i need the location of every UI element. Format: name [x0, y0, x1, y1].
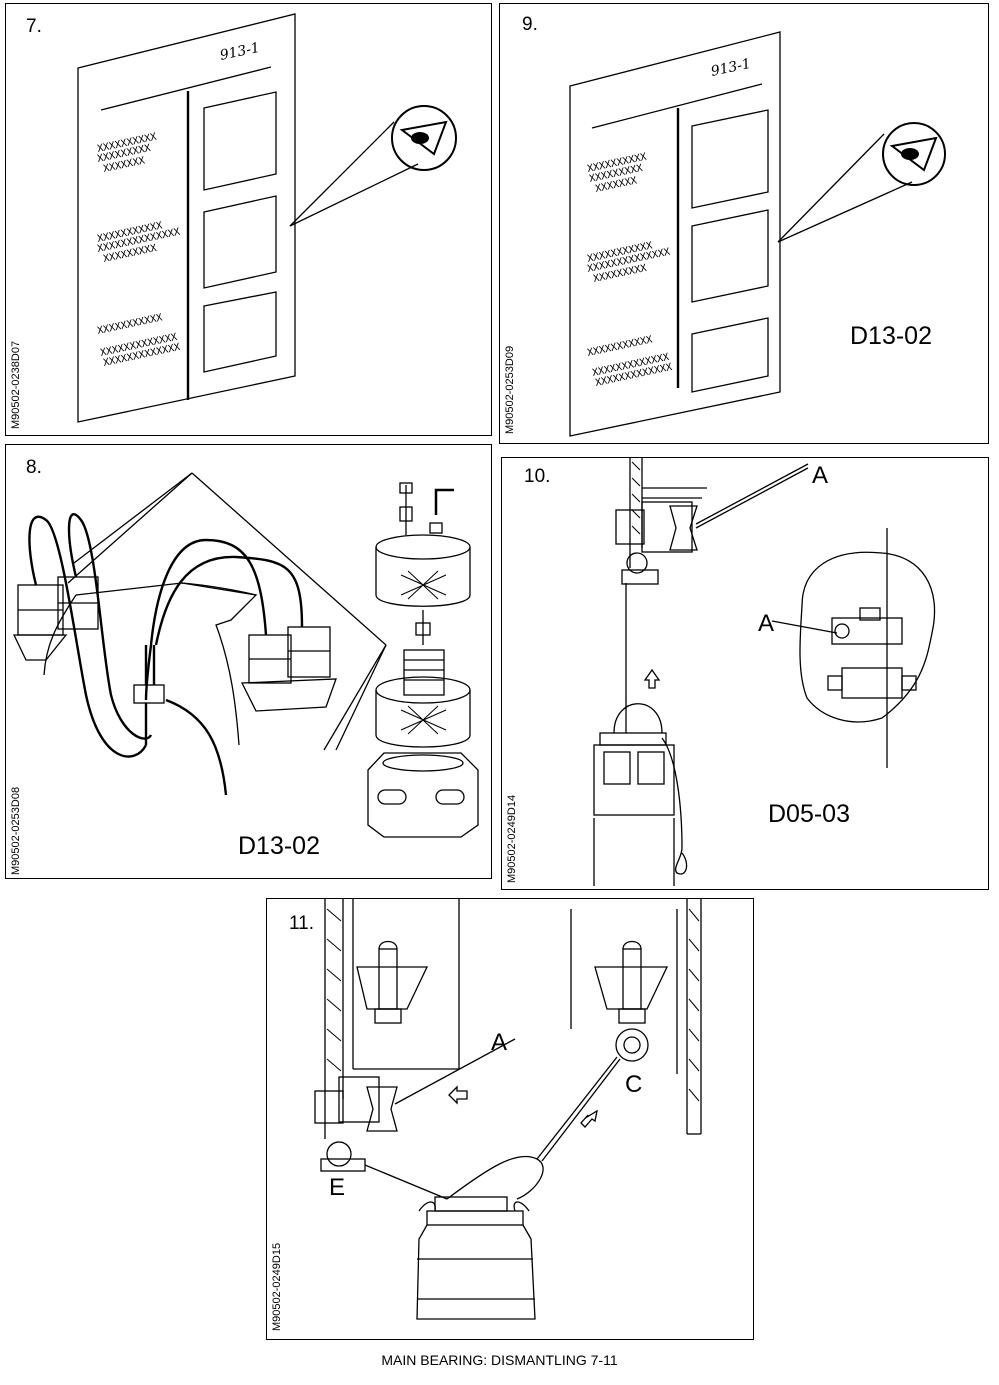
- panel-11: 11. M90502-0249D15 A C E: [266, 898, 754, 1340]
- callout-e: E: [329, 1174, 346, 1201]
- callout-a: A: [758, 610, 775, 637]
- reference-code: D13-02: [238, 832, 320, 860]
- form-label: 913-1: [219, 40, 262, 64]
- eye-icon: [289, 105, 457, 227]
- hydraulic-jack-right: [240, 626, 337, 712]
- step-number: 11.: [289, 913, 315, 934]
- step-number: 7.: [26, 16, 42, 37]
- panel-8: 8. M90502-0253D08 D13-02: [5, 444, 492, 879]
- placeholder-text: XXXXXXXXXXX: [586, 334, 653, 359]
- panel-7: 7. M90502-0238D07 913-1 XXXXXXXXXX XXXXX…: [5, 3, 492, 436]
- eye-icon: [777, 122, 946, 243]
- bearing-removal-illustration: [314, 899, 702, 1320]
- step-number: 8.: [26, 457, 42, 478]
- document-illustration: 913-1 XXXXXXXXXX XXXXXXXXX XXXXXXX XXXXX…: [569, 31, 946, 437]
- reference-code: D13-02: [850, 322, 932, 350]
- jack-exploded-view: [367, 482, 479, 838]
- callout-a: A: [812, 462, 829, 489]
- callout-c: C: [625, 1071, 643, 1098]
- placeholder-text: XXXXXXXXXXX: [96, 312, 163, 337]
- panel-10: 10. M90502-0249D14 D05-03 A A: [501, 457, 989, 890]
- step-number: 10.: [524, 466, 551, 487]
- panel-9: 9. M90502-0253D09 D13-02 913-1 XXXXXXXXX…: [499, 3, 989, 444]
- detail-view: [771, 528, 936, 768]
- document-illustration: 913-1 XXXXXXXXXX XXXXXXXXX XXXXXXX XXXXX…: [77, 13, 457, 423]
- lifting-tool-illustration: [593, 458, 936, 886]
- reference-code: D05-03: [768, 800, 850, 828]
- form-label: 913-1: [710, 56, 753, 80]
- step-number: 9.: [522, 14, 538, 35]
- hydraulic-jack-left: [12, 576, 99, 661]
- hydraulic-jack-assembly-illustration: [12, 472, 479, 838]
- figure-caption: MAIN BEARING: DISMANTLING 7-11: [381, 1352, 618, 1368]
